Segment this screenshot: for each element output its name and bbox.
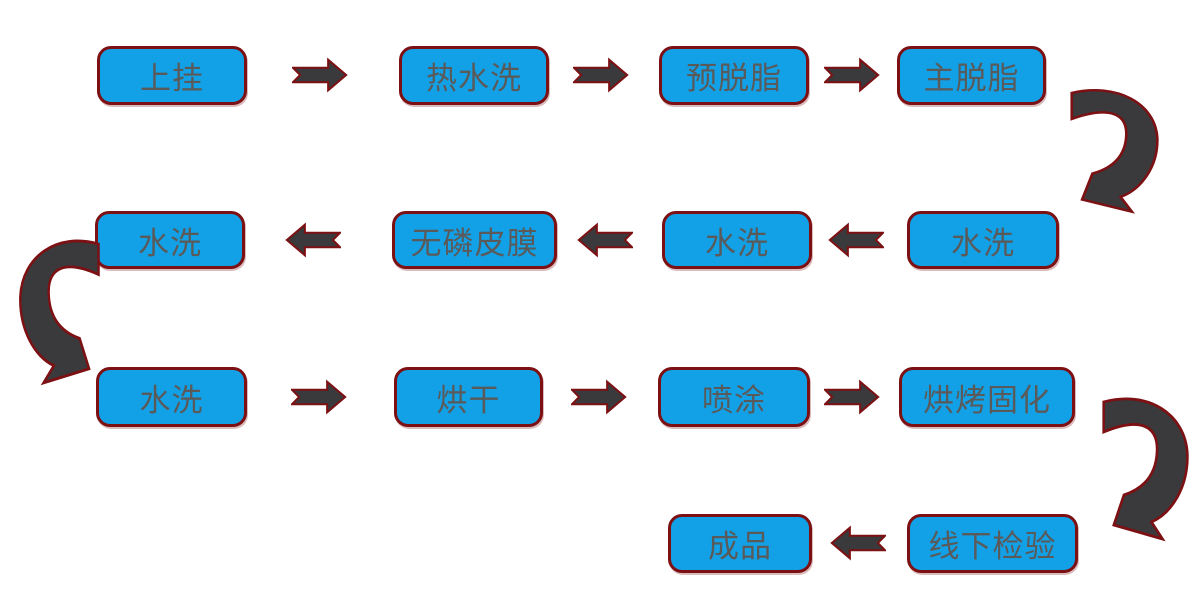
arrow-right-icon <box>291 379 347 415</box>
node-drying: 烘干 <box>394 367 543 427</box>
arrow-left-icon <box>828 222 884 258</box>
curved-arrow-down-icon <box>1070 89 1159 214</box>
arrow-left-icon <box>577 222 633 258</box>
node-water-wash-2: 水洗 <box>662 211 812 269</box>
node-water-wash-1: 水洗 <box>907 211 1059 269</box>
node-bake-curing: 烘烤固化 <box>899 367 1075 427</box>
node-water-wash-3: 水洗 <box>95 211 245 269</box>
arrow-right-icon <box>824 57 880 93</box>
node-pre-degrease: 预脱脂 <box>659 46 809 105</box>
curved-arrow-down-icon <box>19 239 100 386</box>
arrow-left-icon <box>285 222 341 258</box>
node-spray-coating: 喷涂 <box>658 367 810 427</box>
arrow-right-icon <box>824 379 880 415</box>
node-water-wash-4: 水洗 <box>96 367 247 427</box>
node-main-degrease: 主脱脂 <box>897 46 1046 105</box>
node-finished-product: 成品 <box>668 514 812 573</box>
node-offline-inspection: 线下检验 <box>907 514 1078 573</box>
node-hang-up: 上挂 <box>97 46 247 105</box>
arrow-right-icon <box>573 57 629 93</box>
node-hot-water-wash: 热水洗 <box>399 46 549 105</box>
arrow-left-icon <box>830 525 886 561</box>
arrow-right-icon <box>292 57 348 93</box>
node-phosphate-free-film: 无磷皮膜 <box>392 211 557 269</box>
arrow-right-icon <box>571 379 627 415</box>
curved-arrow-down-icon <box>1102 397 1189 542</box>
